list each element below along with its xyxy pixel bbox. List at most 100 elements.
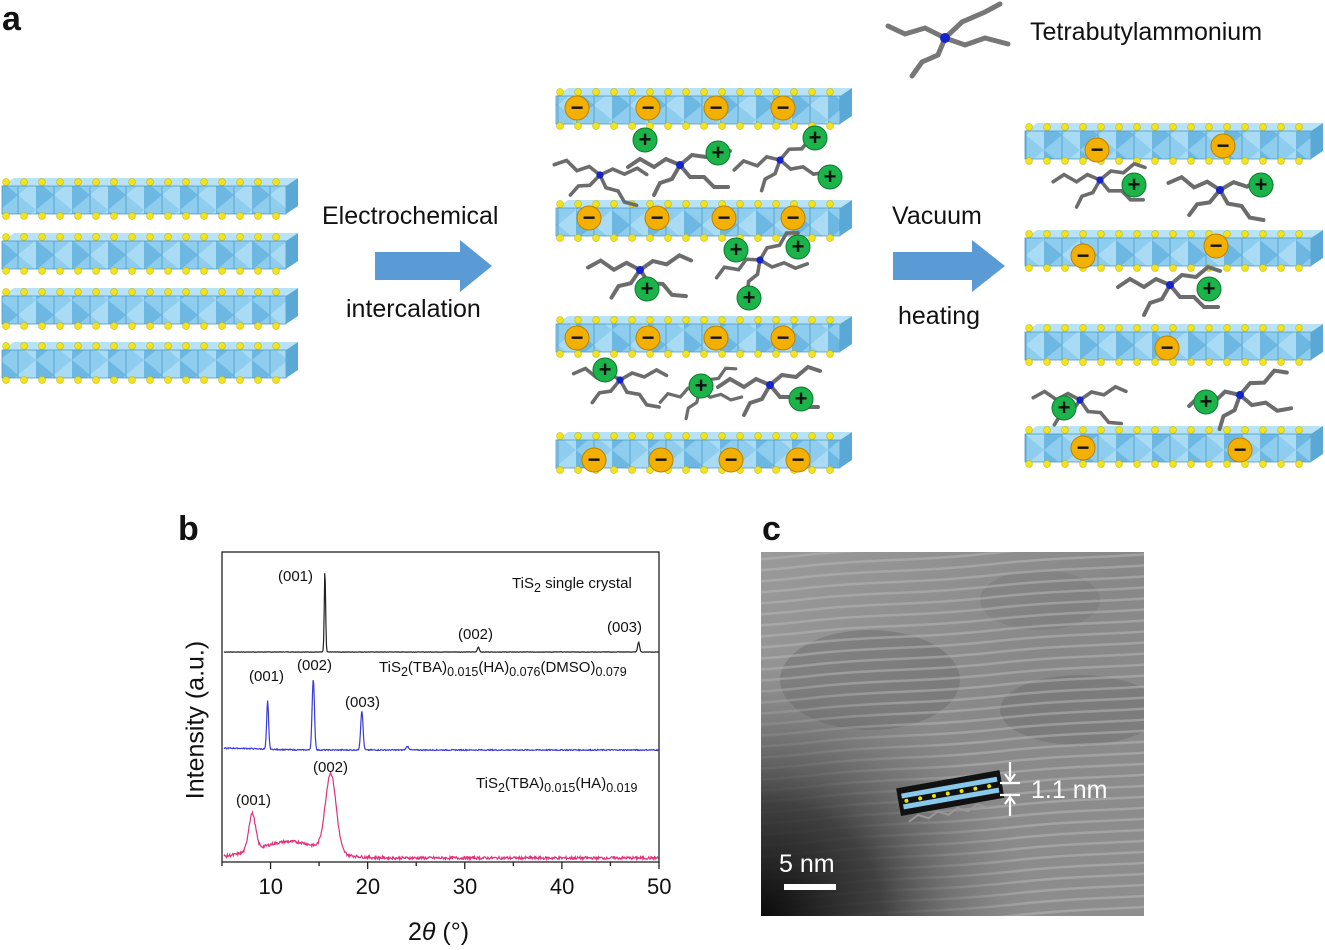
anion-minus-icon: − (780, 205, 806, 231)
x-tick-label: 30 (452, 874, 478, 899)
anion-minus-icon: − (1070, 243, 1096, 269)
peak-label: (002) (297, 657, 333, 674)
peak-label: (001) (249, 668, 285, 685)
svg-text:+: + (1200, 389, 1213, 414)
cation-plus-icon: + (1121, 172, 1147, 198)
peak-label: (001) (236, 792, 272, 809)
svg-text:−: − (792, 447, 805, 472)
nitrogen-atom (940, 33, 950, 43)
tis2-slab (1, 288, 298, 330)
svg-text:+: + (641, 276, 654, 301)
x-tick-label: 50 (647, 874, 672, 899)
tis2-slab (555, 316, 852, 358)
tis2-slab (1024, 123, 1323, 165)
svg-text:−: − (1217, 133, 1230, 158)
svg-text:−: − (655, 447, 668, 472)
anion-minus-icon: − (1084, 137, 1110, 163)
svg-text:−: − (1091, 137, 1104, 162)
x-tick-label: 20 (355, 874, 381, 899)
tis2-slab (1, 233, 298, 275)
x-tick-label: 40 (549, 874, 575, 899)
anion-minus-icon: − (711, 205, 737, 231)
cation-plus-icon: + (1051, 395, 1077, 421)
spacing-label: 1.1 nm (1031, 776, 1108, 804)
svg-text:−: − (725, 447, 738, 472)
cation-plus-icon: + (632, 127, 658, 153)
svg-text:−: − (1077, 435, 1090, 460)
svg-text:−: − (787, 205, 800, 230)
cation-plus-icon: + (1248, 172, 1274, 198)
cation-plus-icon: + (592, 357, 618, 383)
layer-inset (896, 770, 1005, 823)
trace-heated (223, 770, 659, 862)
cation-plus-icon: + (723, 237, 749, 263)
svg-text:−: − (777, 325, 790, 350)
arrow1-top-label: Electrochemical (322, 202, 499, 230)
cation-plus-icon: + (817, 164, 843, 190)
peak-label: (003) (607, 619, 643, 636)
arrow2-top-label: Vacuum (892, 202, 982, 230)
anion-minus-icon: − (770, 325, 796, 351)
panel-b-label: b (178, 510, 199, 548)
svg-text:−: − (1077, 243, 1090, 268)
x-axis-label-post: (°) (435, 918, 470, 946)
arrow2-bottom-label: heating (898, 302, 981, 330)
anion-minus-icon: − (785, 447, 811, 473)
trace-label-heated: TiS2(TBA)0.015(HA)0.019 (476, 775, 638, 795)
x-axis-ticks (221, 862, 660, 869)
spacing-marker (1000, 762, 1020, 816)
arrow1-bottom-label: intercalation (346, 295, 481, 323)
svg-text:−: − (777, 95, 790, 120)
svg-text:+: + (743, 285, 756, 310)
svg-text:−: − (642, 95, 655, 120)
peak-label: (001) (278, 568, 314, 585)
svg-text:+: + (1058, 395, 1071, 420)
trace-label-single-crystal: TiS2 single crystal (512, 575, 632, 595)
svg-text:−: − (1210, 233, 1223, 258)
svg-text:−: − (571, 325, 584, 350)
svg-text:−: − (583, 205, 596, 230)
svg-text:−: − (588, 447, 601, 472)
anion-minus-icon: − (1154, 335, 1180, 361)
tba-molecule (1051, 161, 1147, 209)
anion-minus-icon: − (703, 325, 729, 351)
anion-minus-icon: − (635, 95, 661, 121)
panel-a-graphic: −−−−−−−−−−−−−−−−−−−−−−−++++++++++++++++ (1, 1, 1323, 474)
panel-a-label: a (2, 0, 21, 38)
svg-text:+: + (695, 373, 708, 398)
anion-minus-icon: − (1210, 133, 1236, 159)
anion-minus-icon: − (576, 205, 602, 231)
cation-plus-icon: + (705, 140, 731, 166)
anion-minus-icon: − (1227, 437, 1253, 463)
anion-minus-icon: − (635, 325, 661, 351)
tba-molecule (552, 158, 649, 208)
svg-text:−: − (710, 95, 723, 120)
cation-plus-icon: + (688, 373, 714, 399)
anion-minus-icon: − (1070, 435, 1096, 461)
svg-text:−: − (710, 325, 723, 350)
x-axis-label: 2θ (°) (408, 920, 469, 945)
svg-text:+: + (1128, 172, 1141, 197)
x-tick-label: 10 (258, 874, 284, 899)
svg-text:+: + (795, 386, 808, 411)
x-axis-label-theta: θ (421, 918, 436, 946)
anion-minus-icon: − (644, 205, 670, 231)
x-axis-label-pre: 2 (408, 918, 422, 946)
svg-text:+: + (1255, 172, 1268, 197)
svg-text:−: − (571, 95, 584, 120)
anion-minus-icon: − (564, 95, 590, 121)
svg-text:−: − (651, 205, 664, 230)
anion-minus-icon: − (1203, 233, 1229, 259)
peak-label: (002) (313, 759, 349, 776)
anion-minus-icon: − (581, 447, 607, 473)
molecule-label: Tetrabutylammonium (1030, 18, 1263, 46)
tba-molecule (1187, 368, 1294, 432)
anion-minus-icon: − (770, 95, 796, 121)
tis2-slab (1, 178, 298, 220)
peak-label: (002) (458, 626, 494, 643)
svg-text:−: − (642, 325, 655, 350)
svg-text:+: + (824, 164, 837, 189)
anion-minus-icon: − (564, 325, 590, 351)
